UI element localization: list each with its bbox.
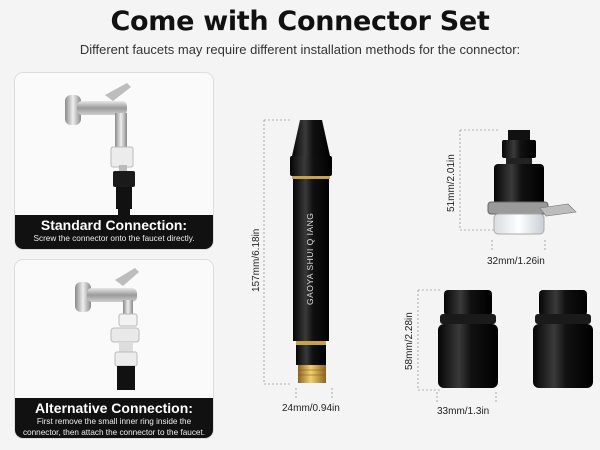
alternative-connection-title: Alternative Connection: [35, 400, 193, 416]
nozzle-brand-text: GAOYA SHUI Q IANG [305, 212, 315, 305]
page-subtitle: Different faucets may require different … [79, 42, 521, 57]
quick-connector-1 [438, 290, 498, 388]
faucet-adapter [487, 130, 577, 235]
nozzle-width-label: 24mm/0.94in [282, 403, 340, 414]
quick-connector-2 [533, 290, 593, 388]
nozzle-height-label: 157mm/6.18in [251, 228, 262, 292]
connector-width-label: 33mm/1.3in [437, 406, 490, 417]
standard-connection-caption: Standard Connection: Screw the connector… [15, 215, 213, 249]
spray-nozzle [290, 120, 332, 383]
adapter-height-label: 51mm/2.01in [446, 154, 457, 212]
connector-height-label: 58mm/2.28in [404, 312, 415, 370]
alternative-connection-desc-line1: First remove the small inner ring inside… [36, 417, 192, 426]
alternative-connection-desc-line2: connector, then attach the connector to … [22, 428, 206, 437]
page-title: Come with Connector Set [110, 6, 490, 37]
standard-connection-desc: Screw the connector onto the faucet dire… [33, 234, 195, 243]
standard-connection-title: Standard Connection: [40, 217, 188, 233]
adapter-width-label: 32mm/1.26in [487, 256, 545, 267]
alternative-connection-caption: Alternative Connection: First remove the… [15, 398, 213, 438]
standard-connection-card: Standard Connection: Screw the connector… [15, 73, 213, 249]
alternative-connection-card: Alternative Connection: First remove the… [15, 260, 213, 438]
